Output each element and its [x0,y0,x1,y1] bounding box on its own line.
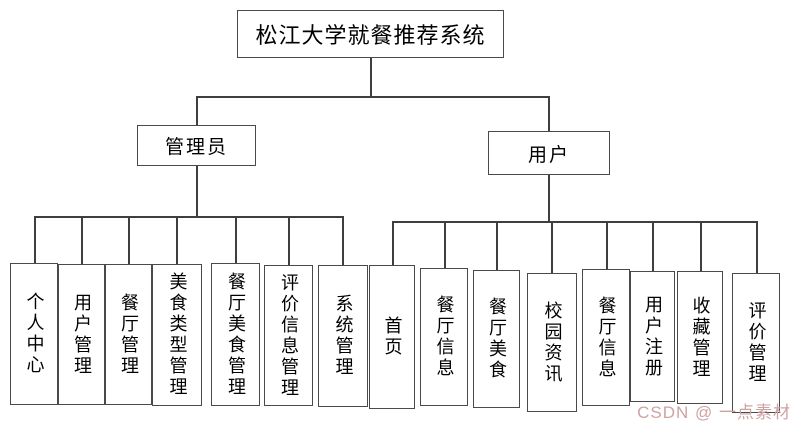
leaf-node: 评价管理 [732,273,780,413]
connector-line [34,216,344,218]
leaf-node: 校园资讯 [527,273,577,412]
leaf-node-label: 校园资讯 [542,300,563,385]
leaf-node-label: 餐厅信息 [434,295,455,379]
leaf-node-label: 用户注册 [642,294,663,379]
leaf-node-label: 餐厅信息 [596,295,617,380]
leaf-node: 个人中心 [10,263,58,405]
connector-line [392,221,758,223]
leaf-node-label: 个人中心 [24,292,45,376]
connector-line [700,221,702,273]
leaf-node: 餐厅美食 [473,270,520,408]
leaf-node-label: 餐厅美食 [486,297,507,381]
leaf-node-label: 系统管理 [333,294,354,378]
leaf-node: 美食类型管理 [152,264,202,406]
connector-line [342,216,344,267]
root-node-label: 松江大学就餐推荐系统 [255,23,486,48]
connector-line [496,221,498,272]
leaf-node-label: 评价管理 [746,301,767,385]
connector-line [176,216,178,266]
leaf-node-label: 美食类型管理 [167,272,188,398]
connector-line [551,221,553,275]
leaf-node-label: 餐厅管理 [118,292,139,377]
leaf-node-label: 餐厅美食管理 [225,271,246,398]
leaf-node: 用户管理 [58,264,105,405]
branch-node-user: 用户 [488,131,610,175]
csdn-watermark: CSDN @ 一点素材 [637,403,791,422]
leaf-node: 收藏管理 [677,271,723,404]
branch-node-label: 用户 [527,144,570,166]
connector-line [652,221,654,273]
leaf-node: 餐厅信息 [420,268,468,406]
connector-line [288,216,290,267]
connector-line [756,221,758,275]
connector-line [81,216,83,266]
connector-line [196,165,198,217]
leaf-node: 系统管理 [318,265,368,407]
leaf-node: 用户注册 [630,271,675,402]
leaf-node: 餐厅美食管理 [211,263,260,406]
leaf-node-label: 首页 [382,316,403,358]
leaf-node: 评价信息管理 [264,265,313,406]
connector-line [392,221,394,267]
connector-line [128,216,130,266]
branch-node-admin: 管理员 [137,125,256,166]
branch-node-label: 管理员 [164,137,228,158]
connector-line [548,96,550,132]
root-node: 松江大学就餐推荐系统 [237,10,504,58]
connector-line [370,58,372,97]
connector-line [196,96,550,98]
connector-line [444,221,446,270]
leaf-node-label: 收藏管理 [690,295,711,380]
connector-line [196,96,198,126]
leaf-node: 首页 [369,265,415,409]
connector-line [34,216,36,266]
connector-line [235,216,237,266]
connector-line [548,175,550,223]
leaf-node: 餐厅管理 [105,264,152,405]
leaf-node-label: 用户管理 [71,292,92,377]
leaf-node-label: 评价信息管理 [278,272,299,399]
connector-line [606,221,608,271]
leaf-node: 餐厅信息 [582,269,630,406]
